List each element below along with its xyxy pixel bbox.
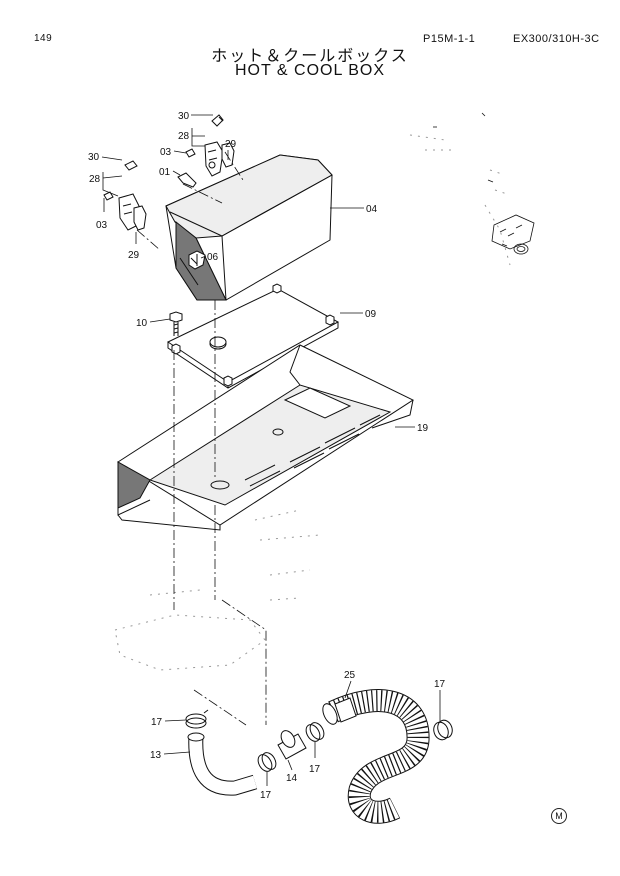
callout-17: 17	[260, 790, 272, 801]
callout-03: 03	[96, 220, 108, 231]
callout-labels: 30 28 03 29 01 30 28 03 29 04 06 10 09 1…	[88, 111, 446, 801]
elbow-hose	[187, 732, 258, 796]
assembly-centerlines	[173, 300, 267, 726]
callout-25: 25	[344, 670, 356, 681]
callout-01: 01	[159, 167, 171, 178]
callout-04: 04	[366, 204, 378, 215]
leader-lines	[101, 114, 441, 786]
page-number: 149	[34, 33, 53, 44]
callout-29: 29	[128, 250, 140, 261]
callout-17: 17	[434, 679, 446, 690]
faint-background-sketch	[114, 112, 511, 671]
section-code: P15M-1-1	[423, 33, 476, 45]
callout-14: 14	[286, 773, 298, 784]
callout-09: 09	[365, 309, 377, 320]
page-title-japanese: ホット＆クールボックス	[211, 46, 409, 65]
hose-clamp	[305, 722, 325, 742]
callout-03: 03	[160, 147, 172, 158]
corrugated-hose	[322, 689, 430, 824]
hinge-lower	[103, 160, 147, 231]
cover-plate	[166, 283, 340, 389]
pipe	[277, 730, 307, 760]
callout-06: 06	[207, 252, 219, 263]
callout-30: 30	[178, 111, 190, 122]
hinge-upper	[177, 114, 235, 188]
knob	[188, 250, 206, 270]
callout-28: 28	[89, 174, 101, 185]
hose-clamp	[433, 719, 453, 741]
callout-17: 17	[151, 717, 163, 728]
callout-10: 10	[136, 318, 148, 329]
callout-29: 29	[225, 139, 237, 150]
page-title: HOT & COOL BOX	[234, 62, 386, 79]
callout-28: 28	[178, 131, 190, 142]
bolt	[169, 311, 183, 336]
model-number: EX300/310H-3C	[513, 33, 600, 45]
wire-harness-sketch	[491, 214, 535, 255]
footer-mark: M	[551, 808, 567, 824]
callout-19: 19	[417, 423, 429, 434]
callout-17: 17	[309, 764, 321, 775]
callout-30: 30	[88, 152, 100, 163]
hose-clamp	[185, 709, 209, 729]
hot-cool-box	[165, 154, 333, 301]
console-tray	[117, 344, 415, 531]
hose-clamp	[257, 752, 277, 772]
callout-13: 13	[150, 750, 162, 761]
